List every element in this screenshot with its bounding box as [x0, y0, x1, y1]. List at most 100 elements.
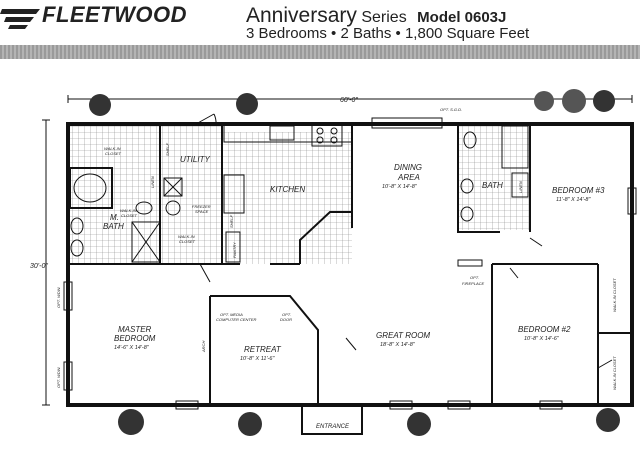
fleetwood-logo	[0, 9, 40, 29]
plan-specs: 3 Bedrooms • 2 Baths • 1,800 Square Feet	[246, 25, 529, 42]
fleetwood-logo-icon	[0, 9, 40, 29]
spec-separator: •	[395, 25, 401, 42]
fireplace	[457, 259, 483, 267]
label-shelf: SHELF	[165, 143, 170, 156]
label-opt-fireplace-1: OPT.	[470, 275, 479, 280]
label-bedroom-3: BEDROOM #3	[552, 186, 605, 195]
model-number: Model 0603J	[417, 9, 507, 26]
shrub	[534, 91, 554, 111]
label-opt-door-1: OPT.	[282, 312, 291, 317]
shrub	[562, 89, 586, 113]
window	[371, 117, 443, 129]
label-master-bedroom-1: MASTER	[118, 325, 152, 334]
window	[389, 400, 413, 410]
shrub	[238, 412, 262, 436]
fixture-labels: WALK-IN CLOSET WALK-IN CLOSET WALK-IN CL…	[56, 107, 617, 390]
spec-separator: •	[331, 25, 337, 42]
fixtures	[69, 123, 529, 267]
shrub	[407, 412, 431, 436]
label-shelf-2: SHELF	[229, 215, 234, 228]
toilet	[135, 201, 153, 215]
label-bedroom-2: BEDROOM #2	[518, 325, 571, 334]
label-linen-2: LINEN	[518, 181, 523, 193]
master-bath-tile	[68, 124, 166, 264]
label-kitchen: KITCHEN	[270, 185, 305, 194]
sink	[70, 239, 84, 257]
tub-basin	[73, 173, 107, 203]
utility-tile	[160, 124, 222, 264]
label-great-room-size: 18'-8" X 14'-8"	[380, 342, 416, 348]
label-arch: ARCH	[201, 341, 206, 353]
depth-dimension: 30'-0"	[30, 263, 48, 270]
label-walkin-3: WALK-IN	[120, 208, 137, 213]
label-pantry: PANTRY	[232, 242, 237, 258]
shrub	[593, 90, 615, 112]
window	[627, 187, 637, 215]
shower	[131, 221, 161, 263]
pantry-cabinet	[225, 231, 241, 263]
shrub	[236, 93, 258, 115]
label-linen: LINEN	[150, 176, 155, 188]
landscaping-shrubs	[89, 89, 620, 436]
refrigerator	[223, 174, 245, 214]
window	[63, 361, 73, 391]
label-freezer-2: SPACE	[195, 209, 209, 214]
windows	[63, 117, 637, 410]
sink	[70, 217, 84, 235]
bath-sink	[460, 206, 474, 222]
bath-tile	[458, 124, 530, 230]
label-great-room: GREAT ROOM	[376, 331, 430, 340]
series-name: Anniversary	[246, 4, 357, 27]
washer	[163, 177, 183, 197]
label-entrance: ENTRANCE	[316, 424, 350, 430]
label-walkin-2: WALK-IN	[178, 234, 195, 239]
label-opt-window-1: OPT. WDW.	[56, 286, 61, 308]
series-word: Series	[361, 9, 407, 26]
window	[539, 400, 563, 410]
tile-floor-areas	[68, 124, 530, 264]
label-walkin-3b: CLOSET	[121, 213, 138, 218]
label-opt-door-2: DOOR	[280, 317, 292, 322]
bath-sink	[460, 178, 474, 194]
bath-tub	[501, 125, 529, 169]
label-walkin-closet-v1: WALK-IN CLOSET	[612, 278, 617, 312]
tub	[69, 167, 113, 209]
shrub	[596, 408, 620, 432]
width-dimension: 60'-0"	[340, 97, 358, 104]
label-bath: BATH	[482, 181, 503, 190]
label-opt-fireplace-2: FIREPLACE	[462, 281, 485, 286]
label-walkin-2b: CLOSET	[179, 239, 196, 244]
kitchen-counter	[223, 123, 353, 143]
label-master-bath-1: M.	[110, 213, 119, 222]
label-retreat: RETREAT	[244, 345, 282, 354]
label-utility: UTILITY	[180, 155, 210, 164]
label-dining-size: 10'-8" X 14'-8"	[382, 184, 418, 190]
label-freezer-1: FREEZER	[192, 204, 211, 209]
label-master-bath-2: BATH	[103, 222, 124, 231]
label-retreat-size: 10'-8" X 11'-6"	[240, 356, 275, 362]
label-master-bedroom-2: BEDROOM	[114, 334, 156, 343]
label-walkin-1b: CLOSET	[105, 151, 122, 156]
label-opt-sgd: OPT. S.G.D.	[440, 107, 462, 112]
bath-count: 2 Baths	[340, 25, 392, 42]
label-walkin-1: WALK-IN	[104, 146, 121, 151]
room-labels: UTILITY KITCHEN DINING AREA 10'-8" X 14'…	[103, 155, 605, 430]
burner	[330, 127, 338, 135]
burner	[330, 136, 338, 144]
square-feet: 1,800 Square Feet	[404, 25, 530, 42]
interior-walls	[68, 124, 632, 435]
label-opt-media-1: OPT. MEDIA	[220, 312, 243, 317]
plan-header: FLEETWOOD Anniversary Series Model 0603J…	[0, 0, 640, 62]
burner	[316, 136, 324, 144]
bath-linen	[511, 172, 529, 198]
kitchen-tile	[222, 132, 352, 264]
window	[175, 400, 199, 410]
label-walkin-closet-v2: WALK-IN CLOSET	[612, 356, 617, 390]
bedroom-count: 3 Bedrooms	[246, 25, 327, 42]
door-swings	[195, 113, 613, 369]
label-bedroom-3-size: 11'-8" X 14'-8"	[556, 197, 591, 203]
brand-name: FLEETWOOD	[42, 2, 188, 27]
kitchen-sink	[269, 125, 295, 141]
burner	[316, 127, 324, 135]
label-master-size: 14'-6" X 14'-8"	[114, 345, 150, 351]
